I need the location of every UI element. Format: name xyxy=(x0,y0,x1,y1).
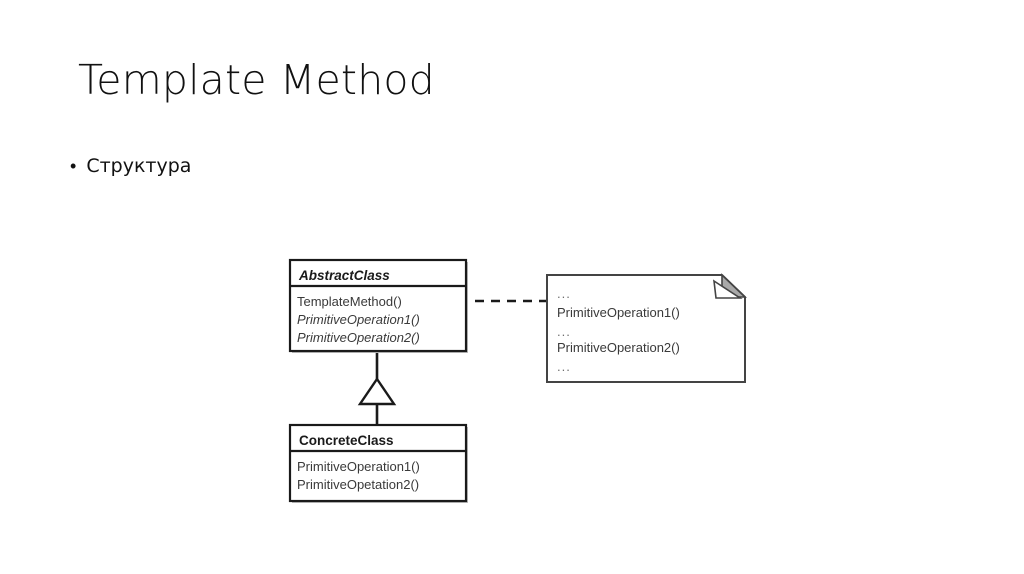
class-member: TemplateMethod() xyxy=(297,294,402,309)
class-member: PrimitiveOpetation2() xyxy=(297,477,419,492)
note-line: ... xyxy=(557,324,571,339)
class-member: PrimitiveOperation1() xyxy=(297,312,420,327)
uml-note-box[interactable]: ... PrimitiveOperation1() ... PrimitiveO… xyxy=(546,273,747,383)
class-box-concreteclass[interactable]: ConcreteClass PrimitiveOperation1() Prim… xyxy=(288,423,468,503)
page-title: Template Method xyxy=(78,56,435,104)
note-fold-flap-icon xyxy=(713,279,743,299)
generalization-connector xyxy=(357,351,397,425)
class-name-concreteclass: ConcreteClass xyxy=(299,433,394,448)
note-line: ... xyxy=(557,359,571,374)
bullet-list-item: • Структура xyxy=(70,155,191,177)
note-line: PrimitiveOperation2() xyxy=(557,340,680,355)
note-line: PrimitiveOperation1() xyxy=(557,305,680,320)
class-member: PrimitiveOperation1() xyxy=(297,459,420,474)
note-line: ... xyxy=(557,286,571,301)
class-name-abstractclass: AbstractClass xyxy=(298,268,390,283)
class-box-abstractclass[interactable]: AbstractClass TemplateMethod() Primitive… xyxy=(288,258,468,353)
bullet-marker-icon: • xyxy=(70,156,77,176)
generalization-arrow-icon xyxy=(357,376,397,406)
bullet-item-label: Структура xyxy=(86,155,192,177)
class-member: PrimitiveOperation2() xyxy=(297,330,420,345)
